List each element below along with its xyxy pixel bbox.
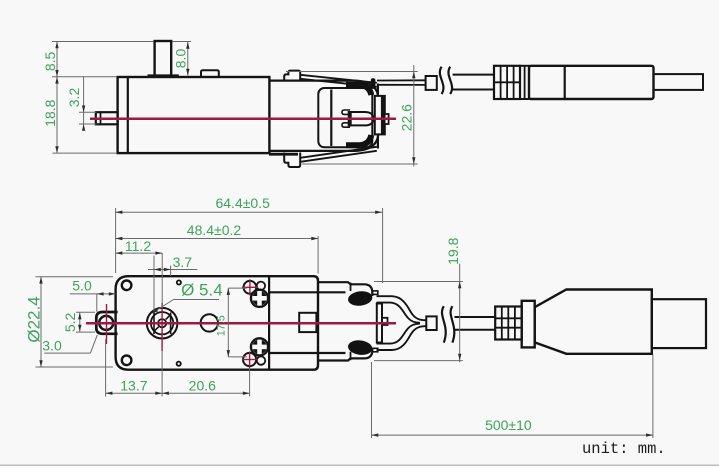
svg-text:17.5: 17.5	[216, 315, 228, 336]
svg-text:11.2: 11.2	[125, 238, 151, 254]
svg-text:500±10: 500±10	[485, 417, 532, 433]
svg-text:22.6: 22.6	[398, 104, 414, 131]
svg-text:3.2: 3.2	[66, 88, 82, 108]
svg-text:13.7: 13.7	[120, 377, 147, 393]
svg-text:Ø22.4: Ø22.4	[25, 296, 44, 342]
svg-text:unit: mm.: unit: mm.	[582, 440, 666, 458]
svg-text:5.2: 5.2	[62, 312, 78, 332]
svg-text:19.8: 19.8	[445, 237, 461, 264]
svg-text:3.0: 3.0	[42, 337, 62, 353]
svg-text:5.0: 5.0	[72, 278, 92, 294]
svg-text:20.6: 20.6	[189, 377, 216, 393]
svg-text:18.8: 18.8	[42, 99, 58, 126]
svg-text:3.7: 3.7	[173, 254, 193, 270]
svg-text:8.5: 8.5	[42, 51, 58, 71]
svg-text:64.4±0.5: 64.4±0.5	[215, 195, 270, 211]
svg-text:Ø 5.4: Ø 5.4	[181, 281, 223, 300]
svg-text:48.4±0.2: 48.4±0.2	[187, 222, 242, 238]
svg-text:8.0: 8.0	[173, 49, 189, 69]
